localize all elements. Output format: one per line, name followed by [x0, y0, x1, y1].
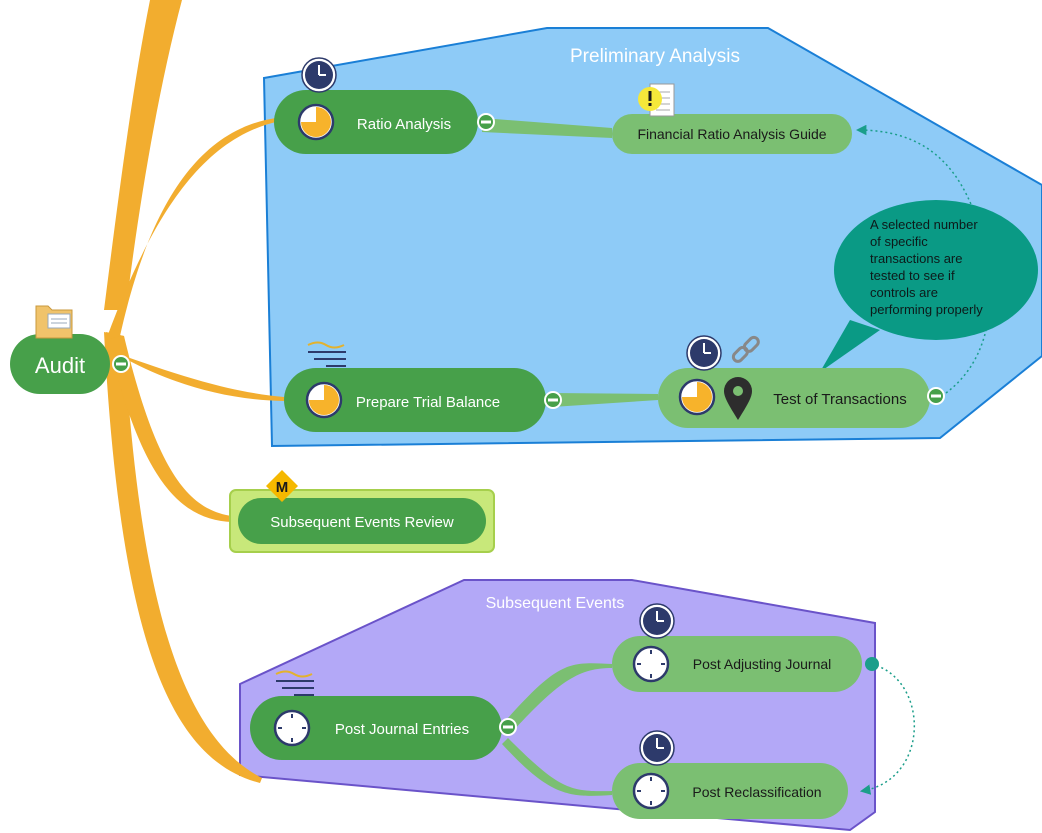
topic-label-ratio-analysis: Ratio Analysis — [357, 116, 451, 133]
branch-journal-to-adjusting — [508, 663, 612, 730]
progress-75-icon — [305, 381, 343, 419]
callout-test-of-transactions[interactable]: A selected number of specific transactio… — [820, 200, 1038, 372]
topic-prepare-trial-balance[interactable]: Prepare Trial Balance — [284, 368, 546, 432]
boundary-label-preliminary: Preliminary Analysis — [570, 46, 740, 67]
callout-line-2: of specific — [870, 234, 928, 249]
boundary-label-subsequent: Subsequent Events — [486, 595, 625, 612]
clock-icon — [639, 730, 675, 766]
sub-branches — [482, 118, 658, 796]
notes-icon — [275, 670, 314, 696]
collapse-audit-button[interactable] — [112, 355, 130, 373]
document-warning-icon — [638, 83, 675, 117]
callout-line-5: controls are — [870, 285, 938, 300]
clock-icon — [686, 335, 722, 371]
topic-subsequent-events-review[interactable]: Subsequent Events Review — [229, 489, 495, 553]
topic-label-post-reclassification: Post Reclassification — [692, 784, 821, 800]
topic-label-test-of-transactions: Test of Transactions — [773, 391, 906, 408]
clock-icon — [639, 603, 675, 639]
callout-line-1: A selected number — [870, 217, 978, 232]
progress-0-icon — [273, 709, 311, 747]
collapse-test-button[interactable] — [927, 387, 945, 405]
topic-label-prepare-trial-balance: Prepare Trial Balance — [356, 394, 500, 411]
topic-label-post-journal-entries: Post Journal Entries — [335, 721, 469, 738]
branch-trial-to-test — [552, 393, 658, 407]
central-topic-label: Audit — [35, 353, 85, 378]
collapse-trial-balance-button[interactable] — [544, 391, 562, 409]
callout-line-6: performing properly — [870, 302, 983, 317]
relationship-adjusting-to-reclass — [859, 663, 915, 795]
branch-subsequent-review — [106, 332, 232, 522]
central-topic-audit[interactable]: Audit — [10, 334, 110, 394]
topic-label-subsequent-events-review: Subsequent Events Review — [270, 514, 454, 531]
branch-ratio-to-guide — [482, 118, 612, 138]
topic-post-reclassification[interactable]: Post Reclassification — [612, 763, 848, 819]
topic-ratio-analysis[interactable]: Ratio Analysis — [274, 90, 478, 154]
topic-post-journal-entries[interactable]: Post Journal Entries — [250, 696, 502, 760]
progress-0-icon — [632, 772, 670, 810]
folder-icon — [35, 305, 73, 339]
topic-label-financial-guide: Financial Ratio Analysis Guide — [637, 126, 826, 142]
main-branches — [104, 0, 284, 783]
collapse-journal-button[interactable] — [499, 718, 517, 736]
branch-trial-balance — [110, 350, 284, 401]
link-icon — [731, 335, 760, 363]
branch-ratio-analysis — [106, 118, 276, 340]
topic-post-adjusting-journal[interactable]: Post Adjusting Journal — [612, 636, 862, 692]
branch-up — [104, 0, 182, 310]
milestone-letter: M — [276, 479, 289, 496]
progress-75-icon — [678, 378, 716, 416]
progress-75-icon — [297, 103, 335, 141]
callout-line-4: tested to see if — [870, 268, 955, 283]
progress-0-icon — [632, 645, 670, 683]
clock-icon — [301, 57, 337, 93]
location-pin-icon — [724, 377, 752, 420]
topic-test-of-transactions[interactable]: Test of Transactions — [658, 368, 930, 428]
notes-icon — [307, 341, 346, 367]
relationships — [855, 124, 991, 795]
collapse-ratio-button[interactable] — [477, 113, 495, 131]
branch-journal-to-reclass — [502, 738, 612, 796]
topic-label-post-adjusting-journal: Post Adjusting Journal — [693, 656, 832, 672]
topic-financial-guide[interactable]: Financial Ratio Analysis Guide — [612, 114, 852, 154]
callout-line-3: transactions are — [870, 251, 963, 266]
milestone-m-icon: M — [266, 470, 298, 502]
